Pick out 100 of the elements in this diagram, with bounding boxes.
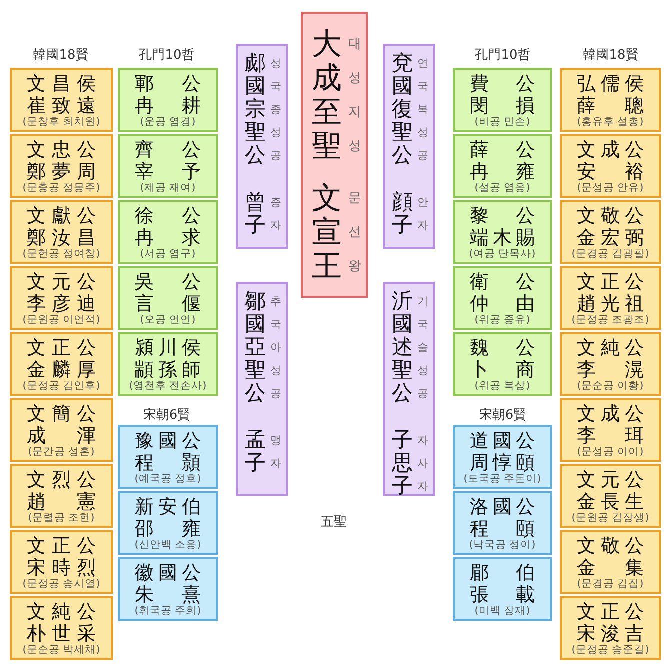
name-text: 宋浚吉: [577, 623, 644, 645]
name-text: 李彦迪: [27, 293, 96, 315]
title-text: 文正公: [577, 601, 644, 623]
title-text: 文元公: [577, 469, 644, 491]
name-card: [10, 464, 113, 528]
name-card: [10, 398, 113, 462]
title-text: 文正公: [27, 337, 96, 359]
title-text: 齊公: [135, 139, 201, 161]
name-card: [10, 200, 113, 264]
name-text: 李珥: [577, 425, 644, 447]
group-heading: 五聖: [321, 514, 347, 531]
reading-text: (운공 염경): [139, 116, 197, 128]
title-text: 豫國公: [135, 430, 201, 452]
reading-text: (문성공 이이): [576, 446, 645, 458]
title-text: 文烈公: [27, 469, 96, 491]
tablet-box: [383, 282, 435, 496]
reading-text: (문원공 이언적): [22, 314, 102, 326]
name-card: [453, 332, 552, 396]
name-text: 趙光祖: [577, 293, 644, 315]
title-text: 洛國公: [470, 496, 535, 518]
title-text: 薛公: [470, 139, 535, 161]
title-text: 徽國公: [135, 562, 201, 584]
reading-text: (비공 민손): [474, 116, 532, 128]
title-text: 弘儒侯: [577, 73, 644, 95]
tablet-box: [236, 282, 288, 496]
title-text: 魏公: [470, 337, 535, 359]
reading-text: (문렬공 조헌): [27, 512, 96, 524]
name-text: 張載: [470, 584, 535, 606]
name-text: 宋時烈: [27, 557, 96, 579]
name-card: [118, 200, 218, 264]
reading-text: (문정공 송준길): [570, 644, 650, 656]
name-text: 端木賜: [470, 227, 535, 249]
reading-text: (문순공 이황): [576, 380, 645, 392]
title-text: 文昌侯: [27, 73, 96, 95]
name-card: [560, 200, 661, 264]
reading-text: (제공 재여): [139, 182, 197, 194]
group-heading: 韓國18賢: [583, 47, 639, 64]
reading-text: 연국복성공: [416, 56, 430, 164]
name-text: 言偃: [135, 293, 201, 315]
reading-text: (미백 장재): [474, 605, 532, 617]
name-card: [453, 425, 552, 489]
tablet-box: [301, 12, 368, 298]
reading-text: 증자: [270, 195, 282, 234]
hanja-text: 郕國宗聖公: [244, 52, 267, 167]
name-card: [560, 266, 661, 330]
reading-text: 성국종성공: [270, 56, 282, 164]
title-text: 黎公: [470, 205, 535, 227]
name-card: [118, 557, 218, 621]
title-text: 新安伯: [135, 496, 201, 518]
reading-text: (문원공 김장생): [570, 512, 650, 524]
title-text: 文忠公: [27, 139, 96, 161]
name-card: [453, 200, 552, 264]
reading-text: (여공 단목사): [468, 248, 537, 260]
hanja-text: 曾子: [244, 191, 267, 237]
name-text: 邵雍: [135, 518, 201, 540]
reading-text: (휘국공 주희): [134, 605, 202, 617]
title-text: 郿伯: [470, 562, 535, 584]
name-text: 薛聰: [577, 95, 644, 117]
name-card: [10, 596, 113, 660]
name-card: [453, 491, 552, 555]
name-text: 崔致遠: [27, 95, 96, 117]
title-text: 文正公: [27, 535, 96, 557]
reading-text: 안자: [416, 195, 430, 234]
title-text: 文簡公: [27, 403, 96, 425]
name-card: [118, 425, 218, 489]
tablet-box: [383, 44, 435, 249]
name-text: 朱熹: [135, 584, 201, 606]
reading-text: 대성지성: [348, 36, 362, 156]
name-card: [453, 557, 552, 621]
reading-text: (예국공 정호): [134, 473, 202, 485]
reading-text: (도국공 주돈이): [462, 473, 542, 485]
name-card: [10, 266, 113, 330]
hanja-text: 沂國述聖公: [391, 290, 414, 405]
name-card: [453, 68, 552, 132]
reading-text: 문선왕: [348, 190, 362, 276]
reading-text: (문정공 김인후): [22, 380, 102, 392]
name-text: 周惇頤: [470, 452, 535, 474]
tablet-box: [236, 44, 288, 249]
reading-text: (문경공 김집): [576, 578, 645, 590]
hanja-text: 孟子: [244, 429, 267, 475]
title-text: 鄆公: [135, 73, 201, 95]
reading-text: (오공 언언): [139, 314, 197, 326]
name-text: 仲由: [470, 293, 535, 315]
reading-text: 자사자: [416, 433, 430, 495]
reading-text: 추국아성공: [270, 294, 282, 402]
title-text: 文純公: [577, 337, 644, 359]
name-text: 程頤: [470, 518, 535, 540]
group-heading: 韓國18賢: [33, 47, 89, 64]
name-card: [118, 68, 218, 132]
name-text: 程顥: [135, 452, 201, 474]
hanja-text: 文宣王: [311, 182, 343, 284]
name-text: 金麟厚: [27, 359, 96, 381]
title-text: 文元公: [27, 271, 96, 293]
title-text: 吳公: [135, 271, 201, 293]
name-text: 朴世采: [27, 623, 96, 645]
name-text: 成渾: [27, 425, 96, 447]
name-card: [10, 134, 113, 198]
name-card: [560, 464, 661, 528]
name-text: 冉求: [135, 227, 201, 249]
name-text: 金集: [577, 557, 644, 579]
